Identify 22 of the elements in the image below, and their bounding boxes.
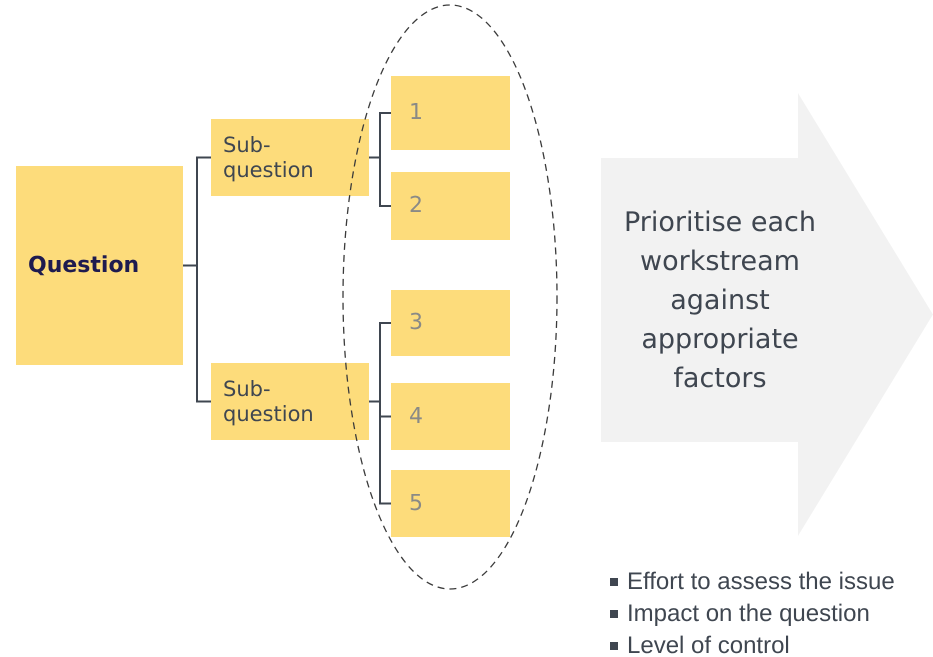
workstream-box: [391, 470, 510, 537]
workstream-box: [391, 172, 510, 240]
tree-connector: [183, 264, 211, 402]
tree-connector: [369, 156, 391, 207]
workstream-box: [391, 290, 510, 356]
box-label: Sub- question: [223, 133, 315, 182]
sub-question-box: [211, 119, 369, 196]
box-label: Sub- question: [223, 377, 315, 426]
workstream-box: [391, 76, 510, 150]
box-label: 4: [409, 404, 423, 430]
box-label: Question: [28, 252, 140, 278]
box-label: 5: [409, 490, 423, 516]
box-label: 3: [409, 310, 423, 336]
factor-text: Impact on the question: [627, 600, 870, 628]
arrow-text: Prioritise each workstream against appropriate factors: [623, 206, 817, 396]
box-label: 2: [409, 193, 423, 219]
sub-question-box: [211, 363, 369, 440]
box-label: 1: [409, 100, 423, 126]
workstream-box: [391, 383, 510, 450]
factor-text: Effort to assess the issue: [627, 568, 895, 596]
question-box: [16, 166, 183, 365]
factor-text: Level of control: [627, 632, 790, 657]
